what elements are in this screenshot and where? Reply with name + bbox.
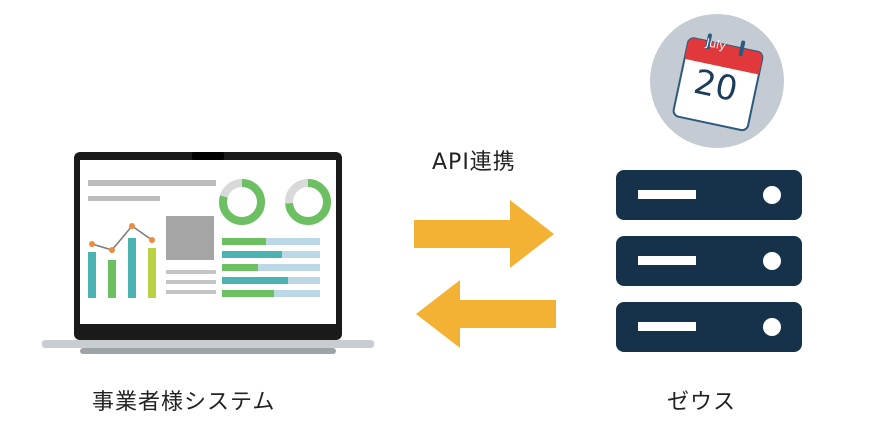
dashboard-header-bar [88,180,216,186]
arrow-left-icon [416,280,556,348]
dashboard-donut-charts [219,179,331,225]
api-connection-label: API連携 [432,150,516,175]
server-unit-2 [616,236,802,286]
server-unit-1 [616,170,802,220]
server-unit-3 [616,302,802,352]
calendar-day-label: 20 [690,61,741,111]
calendar-icon [650,14,784,148]
dashboard-image-placeholder [166,216,214,260]
left-system-label: 事業者様システム [92,390,276,415]
laptop-base [42,340,374,348]
calendar-badge: July 20 [650,14,784,148]
dashboard-line-chart [88,223,156,298]
server-icon [616,170,802,352]
laptop-icon [42,152,374,354]
dashboard-bar-rows [222,238,320,297]
arrow-right-icon [414,200,554,268]
dashboard-subheader-bar [88,196,160,201]
laptop-camera-notch [192,152,224,160]
laptop-base-shadow [80,348,336,354]
right-system-label: ゼウス [667,390,737,415]
